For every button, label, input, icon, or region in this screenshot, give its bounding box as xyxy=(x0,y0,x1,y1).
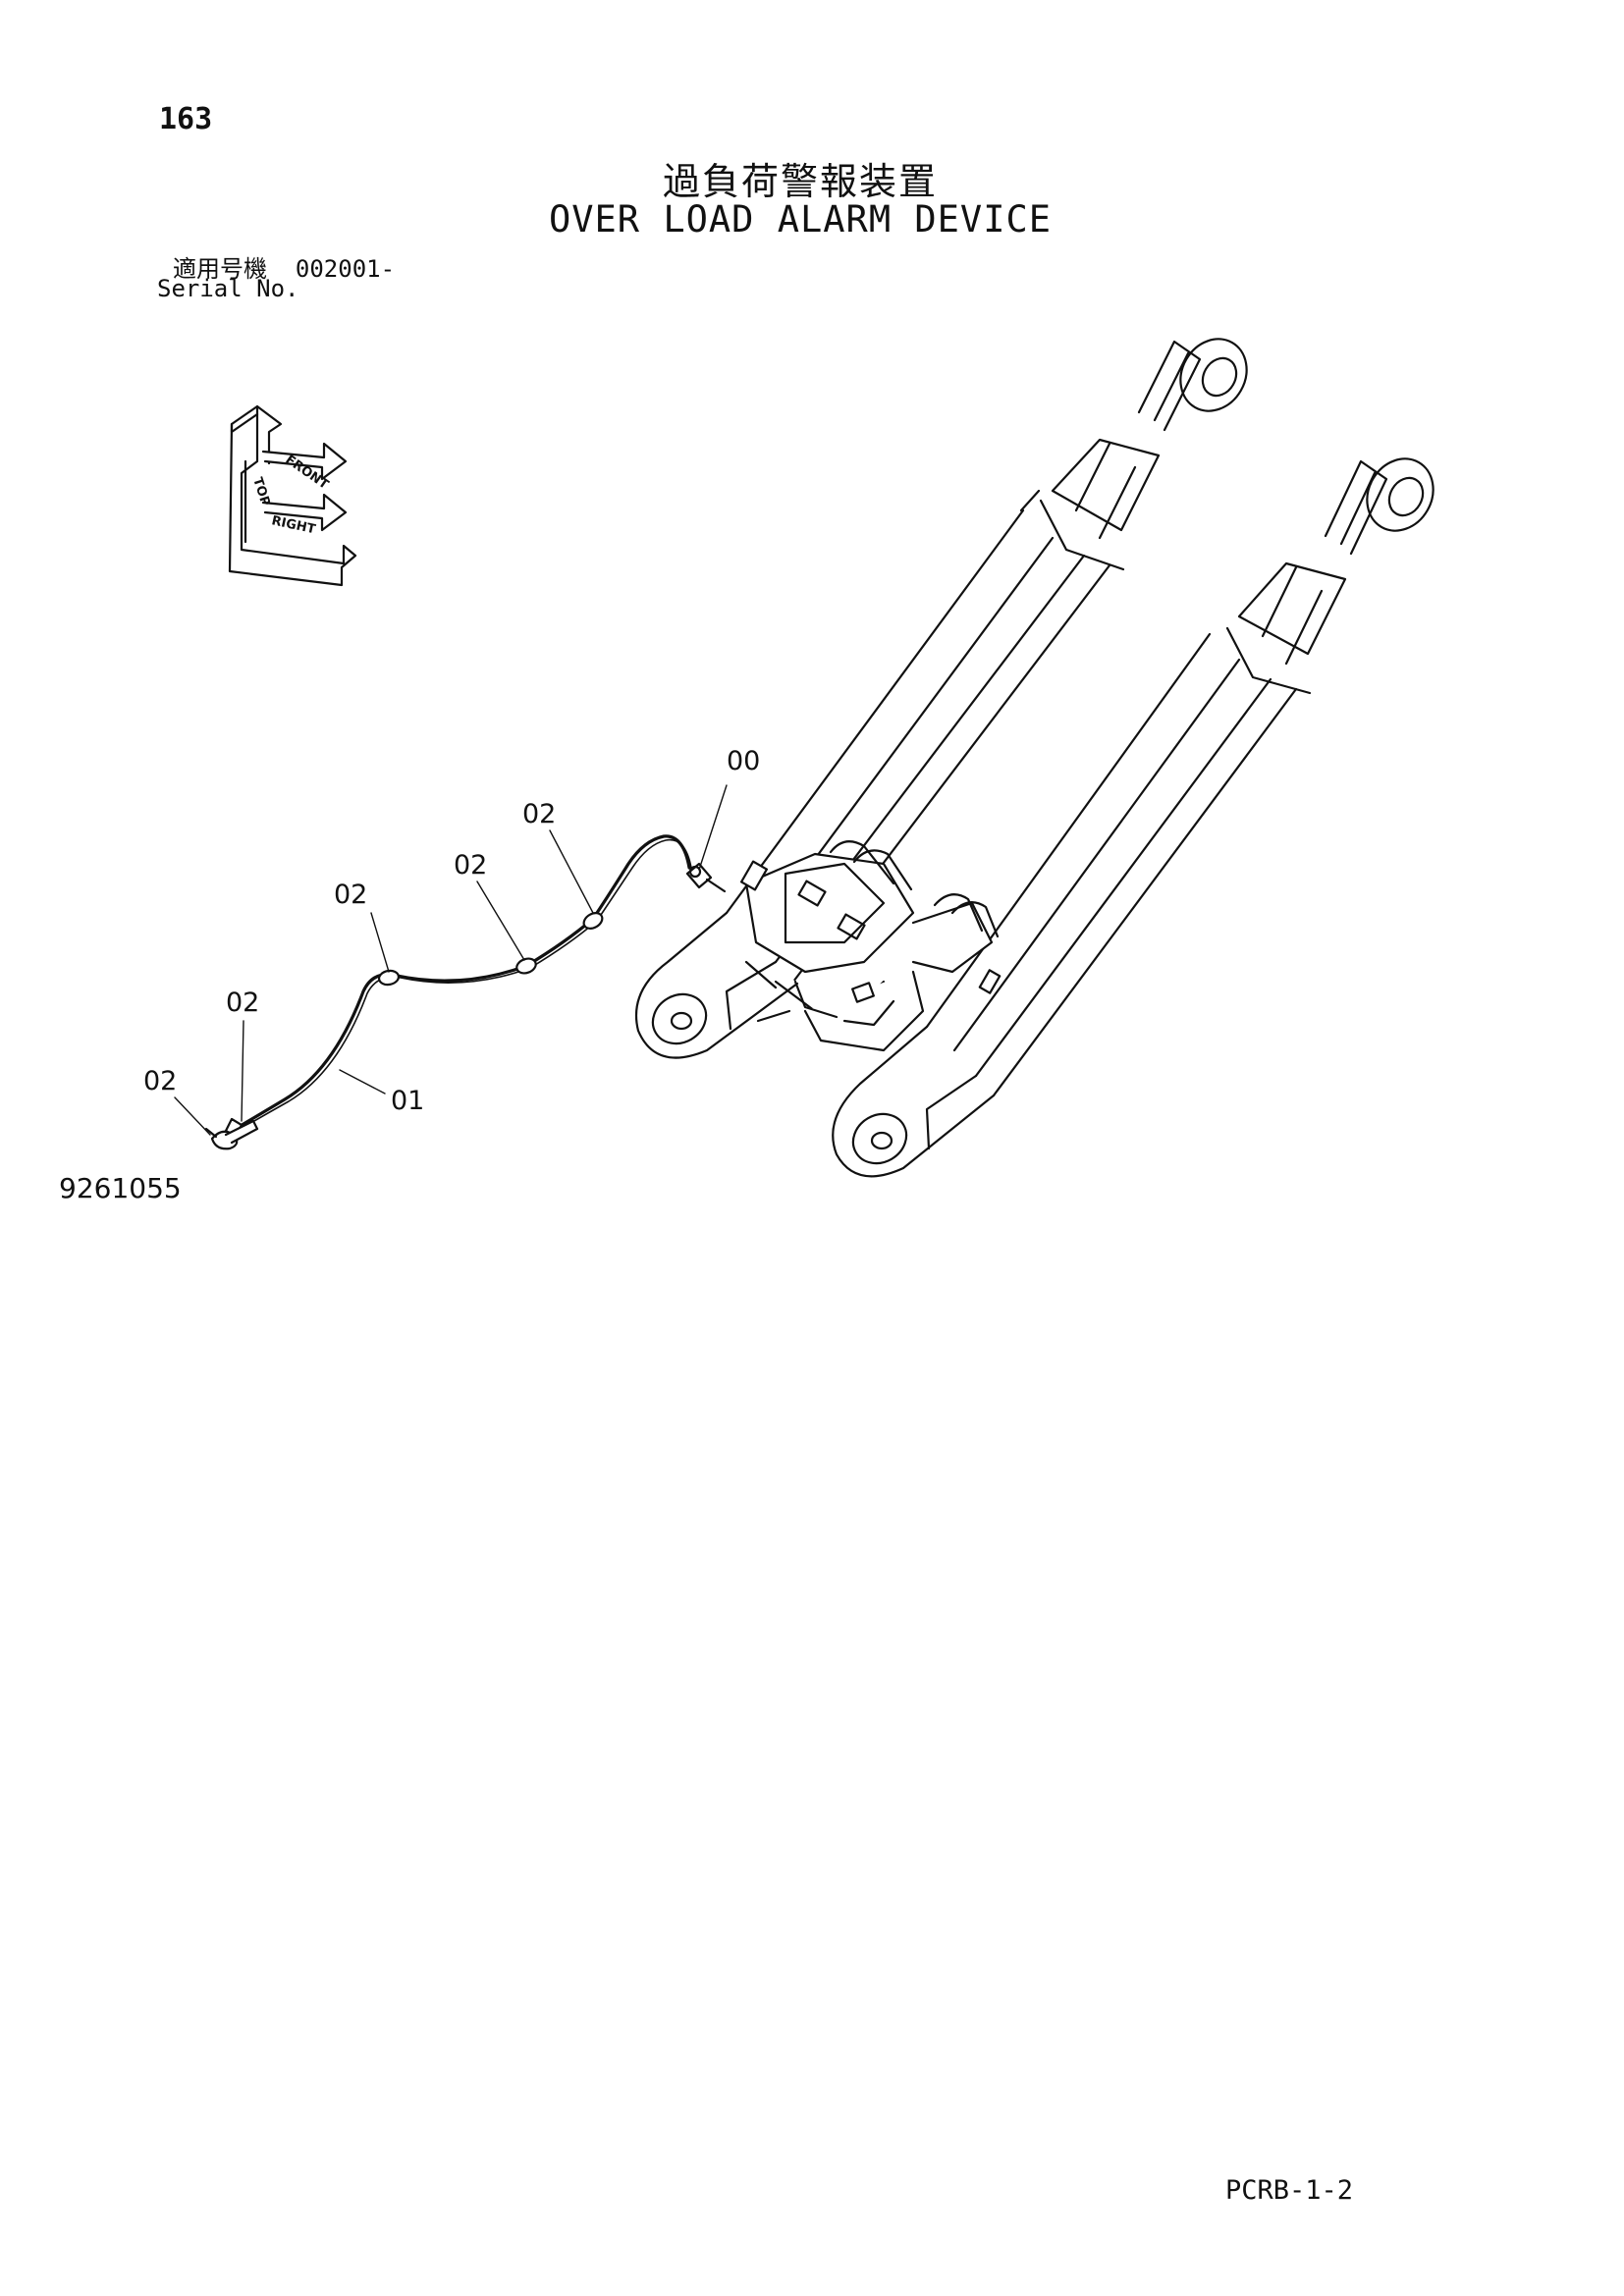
leader-lines xyxy=(174,784,728,1136)
title-english: OVER LOAD ALARM DEVICE xyxy=(548,198,1053,240)
arm-cylinder-right xyxy=(925,457,1435,1097)
callout-02-clip: 02 xyxy=(226,988,260,1018)
pressure-sensor xyxy=(685,862,727,893)
sensor-harness xyxy=(204,834,692,1150)
orientation-label-top: TOP xyxy=(249,476,272,508)
drawing-number: 9261055 xyxy=(59,1172,182,1204)
callout-02-clip: 02 xyxy=(454,850,488,881)
page-number: 163 xyxy=(159,102,213,136)
callout-02-clip: 02 xyxy=(334,880,368,910)
title-japanese: 過負荷警報装置 xyxy=(662,160,938,203)
serial-applicability: 適用号機 002001- xyxy=(173,249,395,284)
serial-label-en: Serial No. xyxy=(157,275,299,302)
callout-00-sensor: 00 xyxy=(727,746,761,776)
callout-02-clip: 02 xyxy=(143,1066,178,1096)
serial-label-jp: 適用号機 xyxy=(173,255,267,283)
cylinder-bottom-ends xyxy=(634,911,996,1178)
orientation-indicator: TOP FRONT RIGHT xyxy=(228,404,357,587)
boom-cylinder-left xyxy=(725,338,1248,984)
sheet-code: PCRB-1-2 xyxy=(1225,2175,1354,2206)
callout-01-harness: 01 xyxy=(391,1086,425,1116)
valve-assembly xyxy=(739,840,1001,1052)
serial-value: 002001- xyxy=(295,255,396,283)
callout-02-clip: 02 xyxy=(522,799,557,829)
